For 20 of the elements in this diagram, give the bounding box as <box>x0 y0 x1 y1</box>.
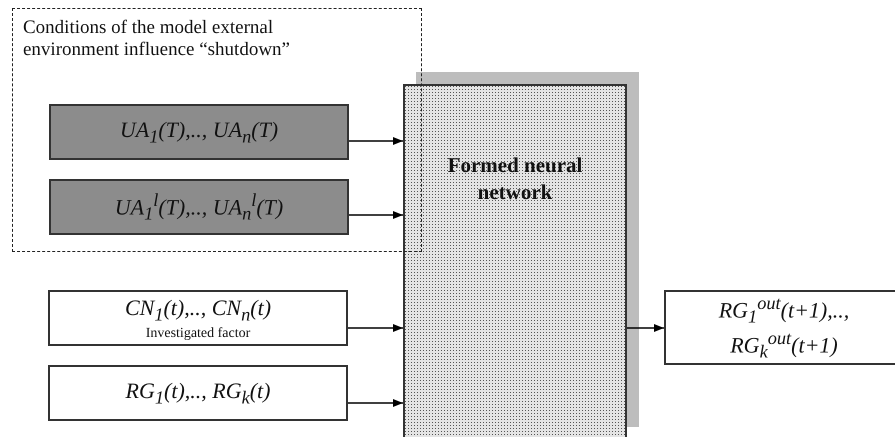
process-box <box>48 290 348 346</box>
arrow <box>348 399 403 407</box>
group-heading: Conditions of the model external environment influence “shutdown” <box>23 17 291 61</box>
formula-label: RG$_{1}$(t),.., RG$_{k}$(t) <box>126 378 270 408</box>
arrow <box>348 137 403 145</box>
formula-label: UA$_{1}$(T),.., UA$_{n}$(T) <box>120 116 278 148</box>
process-box <box>49 179 349 235</box>
neural-network-block <box>403 84 627 437</box>
arrow <box>348 324 403 332</box>
dashed-group-frame <box>12 8 422 252</box>
process-box <box>48 365 348 421</box>
arrow <box>627 324 664 332</box>
block-title: Formed neural network <box>446 152 584 206</box>
formula-label: CN$_{1}$(t),.., CN$_{n}$(t) <box>124 295 272 326</box>
box-caption: Investigated factor <box>146 326 250 341</box>
process-box <box>49 104 349 160</box>
output-box <box>664 290 895 365</box>
arrow <box>348 211 403 219</box>
formula-label: RG$_{1}$$^{out}$(t+1),.., RG$_{k}$$^{out}$(t+1) <box>718 292 850 362</box>
formula-label: UA$_{1}$$^{l}$(T),.., UA$_{n}$$^{l}$(T) <box>114 190 284 224</box>
